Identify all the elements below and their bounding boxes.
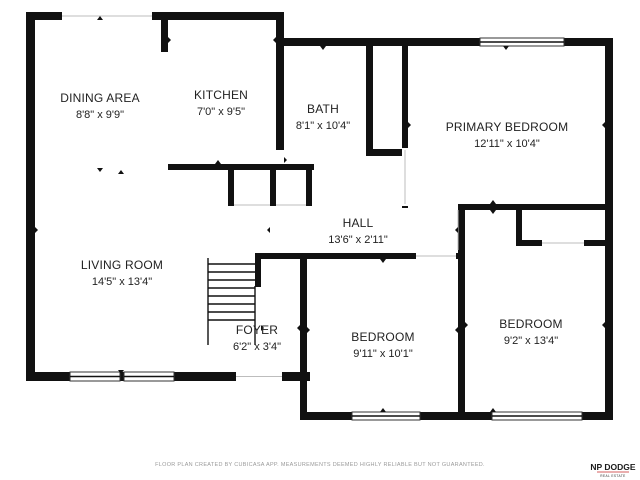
brand-name: NP DODGE: [590, 462, 636, 472]
hall-dim: 13'6" x 2'11": [328, 234, 388, 246]
tick-living-bottom: [118, 370, 124, 374]
tick-primary-top: [503, 46, 509, 50]
wall-bedroom1-top: [255, 253, 465, 259]
wall-bath-closet-h: [366, 149, 408, 156]
tick-primary-left: [408, 122, 411, 128]
bath-name: BATH: [307, 102, 339, 116]
tick-bedroom1-right: [455, 327, 458, 333]
wall-dining-partition: [161, 12, 168, 52]
tick-bedroom2-right: [602, 322, 605, 328]
primary-bedroom-dim: 12'11" x 10'4": [474, 138, 540, 150]
tick-kitchen-left: [168, 37, 171, 43]
bedroom1-dim: 9'11" x 10'1": [353, 348, 413, 360]
tick-foyer-left: [261, 325, 264, 331]
tick-primary-right: [602, 122, 605, 128]
wall-top-right: [276, 38, 613, 46]
bedroom2-dim: 9'2" x 13'4": [504, 335, 558, 347]
tick-hall-left: [267, 227, 270, 233]
tick-foyer-right: [297, 325, 300, 331]
wall-top-left: [26, 12, 284, 20]
wall-closet-post-2: [270, 164, 276, 206]
wall-kitchen-bottom: [168, 164, 314, 170]
wall-kitchen-right: [276, 12, 284, 170]
wall-closet-post-1: [228, 164, 234, 206]
living-room-dim: 14'5" x 13'4": [92, 276, 152, 288]
tick-hall-right: [455, 227, 458, 233]
dining-area-name: DINING AREA: [60, 91, 140, 105]
brand-logo: NP DODGE REAL ESTATE: [590, 462, 636, 478]
wall-right: [605, 38, 613, 420]
tick-kitchen-bottom: [215, 160, 221, 164]
brand-tagline: REAL ESTATE: [600, 474, 625, 478]
footer-disclaimer: FLOOR PLAN CREATED BY CUBICASA APP. MEAS…: [155, 462, 485, 468]
wall-primary-bottom: [458, 204, 613, 210]
wall-left: [26, 12, 35, 380]
tick-bedroom2-bottom: [490, 408, 496, 412]
kitchen-name: KITCHEN: [194, 88, 248, 102]
wall-closet-left: [516, 204, 522, 246]
tick-living-top: [118, 170, 124, 174]
tick-bedroom2-left: [465, 322, 468, 328]
room-labels: DINING AREA 8'8" x 9'9" KITCHEN 7'0" x 9…: [60, 88, 568, 360]
wall-primary-left: [402, 38, 408, 208]
living-room-name: LIVING ROOM: [81, 258, 163, 272]
closet-door-1: [234, 200, 270, 206]
kitchen-dim: 7'0" x 9'5": [197, 106, 245, 118]
tick-bedroom2-top: [490, 210, 496, 214]
wall-closet-post-3: [306, 164, 312, 206]
stairs: [207, 258, 256, 345]
windows: [69, 37, 583, 421]
tick-hall-bottom: [297, 253, 303, 257]
tick-dining-bottom: [97, 168, 103, 172]
tick-living-left: [35, 227, 38, 233]
foyer-name: FOYER: [236, 323, 278, 337]
primary-door-gap: [412, 204, 458, 208]
bedroom1-name: BEDROOM: [351, 330, 414, 344]
wall-bedroom1-left: [300, 254, 307, 420]
bedroom2-name: BEDROOM: [499, 317, 562, 331]
tick-bedroom1-left: [307, 327, 310, 333]
tick-bath-left: [284, 157, 287, 163]
wall-bottom-right: [300, 412, 613, 420]
dining-area-dim: 8'8" x 9'9": [76, 109, 124, 121]
tick-primary-bottom: [490, 200, 496, 204]
tick-bedroom1-top: [380, 259, 386, 263]
primary-bedroom-name: PRIMARY BEDROOM: [446, 120, 569, 134]
tick-bedroom1-bottom: [380, 408, 386, 412]
tick-kitchen-right: [273, 37, 276, 43]
bath-dim: 8'1" x 10'4": [296, 120, 350, 132]
tick-bath-top: [320, 46, 326, 50]
hall-name: HALL: [343, 216, 374, 230]
wall-stair-stub: [255, 253, 261, 287]
foyer-dim: 6'2" x 3'4": [233, 341, 281, 353]
bath-door-gap: [276, 150, 284, 164]
tick-marks: [35, 16, 605, 412]
wall-bath-closet-v: [366, 38, 373, 156]
tick-dining-top: [97, 16, 103, 20]
wall-bedroom-divider: [458, 204, 465, 420]
walls: [26, 12, 613, 420]
closet-door-2: [276, 200, 306, 206]
